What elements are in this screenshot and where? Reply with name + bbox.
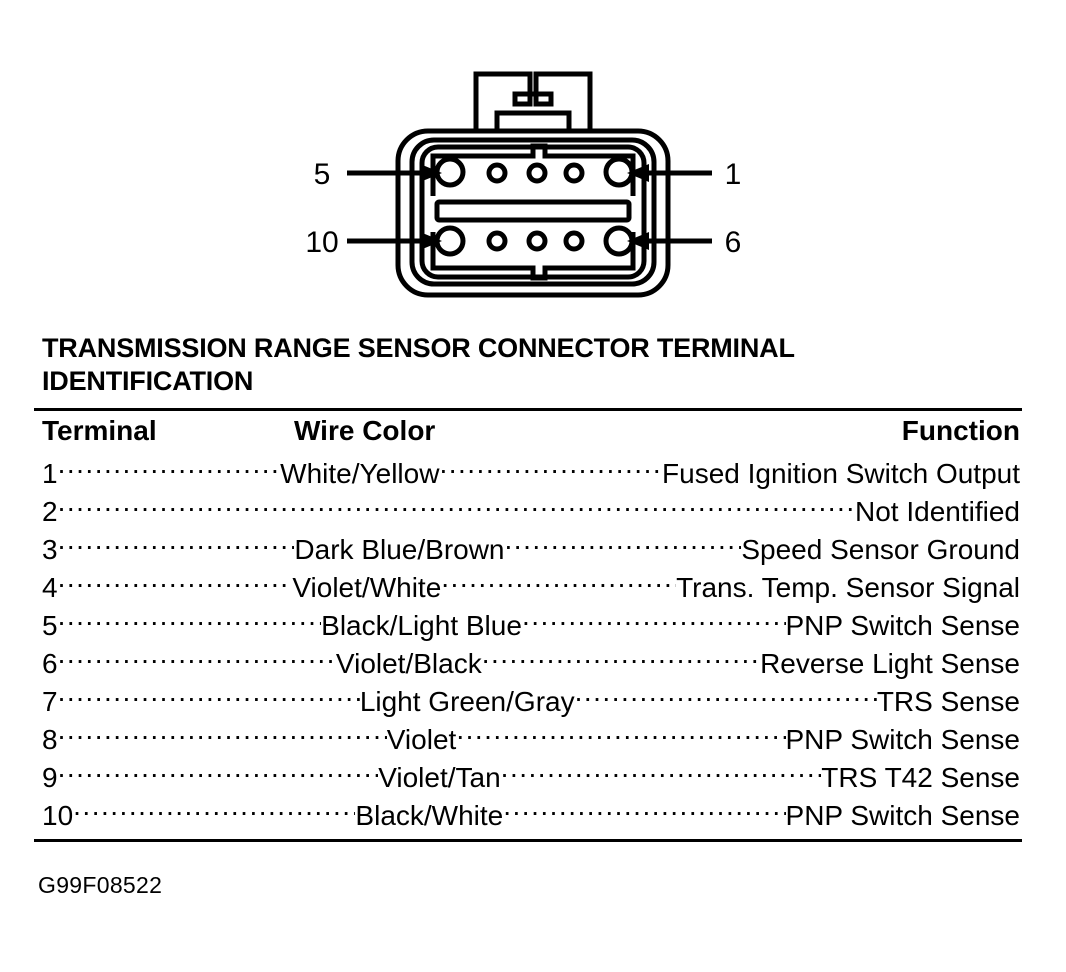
table-row: 10 Black/White PNP Switch Sense — [34, 797, 1022, 835]
terminal-cavity-3 — [526, 162, 548, 184]
table-row: 6 Violet/Black Reverse Light Sense — [34, 645, 1022, 683]
callout-arrow-6 — [627, 232, 712, 250]
cell-terminal: 10 — [42, 800, 74, 831]
callout-arrow-10 — [347, 232, 442, 250]
dot-leader — [439, 455, 662, 483]
cell-wire-color: Dark Blue/Brown — [294, 534, 505, 565]
table-body: 1 White/Yellow Fused Ignition Switch Outpu… — [34, 455, 1022, 835]
cell-function: TRS T42 Sense — [821, 762, 1020, 793]
terminal-cavity-8 — [526, 230, 548, 252]
callout-arrows — [347, 164, 712, 250]
dot-leader — [501, 759, 822, 787]
dot-leader — [505, 531, 742, 559]
callout-label-10: 10 — [305, 226, 338, 259]
cell-function: Speed Sensor Ground — [741, 534, 1020, 565]
figure-code: G99F08522 — [38, 872, 163, 898]
table-row: 4 Violet/White Trans. Temp. Sensor Signal — [34, 569, 1022, 607]
table-row: 9 Violet/Tan TRS T42 Sense — [34, 759, 1022, 797]
terminal-cavity-4 — [486, 162, 508, 184]
dot-leader — [58, 721, 387, 749]
page-title-line-1: TRANSMISSION RANGE SENSOR CONNECTOR TERM… — [42, 333, 795, 363]
connector-cavity-top-edge — [430, 143, 636, 196]
page-title-line-2: IDENTIFICATION — [42, 366, 254, 396]
callout-label-1: 1 — [725, 158, 742, 191]
cell-wire-color: Light Green/Gray — [359, 686, 575, 717]
terminal-row-top — [434, 156, 635, 188]
terminal-identification-table: Terminal Wire Color Function 1 White/Yell… — [34, 408, 1022, 842]
cell-wire-color: Black/White — [355, 800, 504, 831]
column-header-function: Function — [901, 415, 1020, 446]
cell-terminal: 4 — [42, 572, 58, 603]
terminal-cavity-1 — [603, 156, 635, 188]
dot-leader — [58, 569, 293, 597]
column-header-terminal: Terminal — [42, 415, 157, 446]
dot-leader — [58, 531, 295, 559]
cell-function: PNP Switch Sense — [785, 610, 1021, 641]
cell-function: Reverse Light Sense — [760, 648, 1020, 679]
column-header-wire-color: Wire Color — [294, 415, 436, 446]
callout-label-6: 6 — [725, 226, 742, 259]
cell-terminal: 9 — [42, 762, 58, 793]
dot-leader — [522, 607, 786, 635]
callout-arrow-1 — [627, 164, 712, 182]
cell-terminal: 7 — [42, 686, 58, 717]
table-row: 8 Violet PNP Switch Sense — [34, 721, 1022, 759]
cell-wire-color: White/Yellow — [280, 458, 440, 489]
terminal-cavity-9 — [486, 230, 508, 252]
callout-label-5: 5 — [314, 158, 331, 191]
table-rule-bottom — [34, 839, 1022, 842]
table-header-row: Terminal Wire Color Function — [34, 413, 1022, 455]
connector-middle-shell — [409, 137, 657, 287]
dot-leader — [58, 607, 322, 635]
connector-cavity-bottom-edge — [430, 232, 636, 281]
table-row: 2 Not Identified — [34, 493, 1022, 531]
cell-wire-color: Violet/White — [292, 572, 442, 603]
connector-latch-tab — [473, 71, 593, 133]
dot-leader — [503, 797, 785, 825]
terminal-cavity-2 — [563, 162, 585, 184]
cell-terminal: 3 — [42, 534, 58, 565]
dot-leader — [58, 759, 379, 787]
table-row: 7 Light Green/Gray TRS Sense — [34, 683, 1022, 721]
callout-labels: 5 1 10 6 — [305, 158, 741, 259]
cell-wire-color: Violet/Black — [335, 648, 482, 679]
connector-diagram: 5 1 10 6 — [0, 0, 1066, 320]
cell-wire-color: Violet/Tan — [378, 762, 501, 793]
cell-terminal: 1 — [42, 458, 58, 489]
terminal-cavity-5 — [434, 156, 466, 188]
connector-outer-shell — [395, 128, 671, 298]
cell-wire-color: Black/Light Blue — [321, 610, 522, 641]
cell-function: Not Identified — [855, 496, 1020, 527]
cell-terminal: 2 — [42, 496, 58, 527]
cell-wire-color: Violet — [386, 724, 457, 755]
dot-leader — [73, 797, 355, 825]
cell-function: Fused Ignition Switch Output — [662, 458, 1021, 489]
cell-function: TRS Sense — [876, 686, 1020, 717]
dot-leader — [58, 455, 281, 483]
cell-function: PNP Switch Sense — [785, 800, 1021, 831]
table-row: 5 Black/Light Blue PNP Switch Sense — [34, 607, 1022, 645]
connector-keyway-slot — [434, 199, 632, 223]
table-row: 1 White/Yellow Fused Ignition Switch Outpu… — [34, 455, 1022, 493]
cell-terminal: 6 — [42, 648, 58, 679]
dot-leader — [482, 645, 760, 673]
terminal-cavity-7 — [563, 230, 585, 252]
cell-function: PNP Switch Sense — [785, 724, 1021, 755]
connector-diagram-svg: 5 1 10 6 — [305, 71, 741, 298]
terminal-row-bottom — [434, 225, 635, 257]
dot-leader — [575, 683, 877, 711]
cell-terminal: 8 — [42, 724, 58, 755]
dot-leader — [58, 493, 855, 521]
page-title: TRANSMISSION RANGE SENSOR CONNECTOR TERM… — [42, 332, 1032, 398]
table-rule-top — [34, 408, 1022, 411]
dot-leader — [441, 569, 676, 597]
cell-terminal: 5 — [42, 610, 58, 641]
dot-leader — [58, 683, 360, 711]
dot-leader — [58, 645, 336, 673]
callout-arrow-5 — [347, 164, 442, 182]
table-row: 3 Dark Blue/Brown Speed Sensor Ground — [34, 531, 1022, 569]
cell-function: Trans. Temp. Sensor Signal — [676, 572, 1021, 603]
dot-leader — [456, 721, 785, 749]
